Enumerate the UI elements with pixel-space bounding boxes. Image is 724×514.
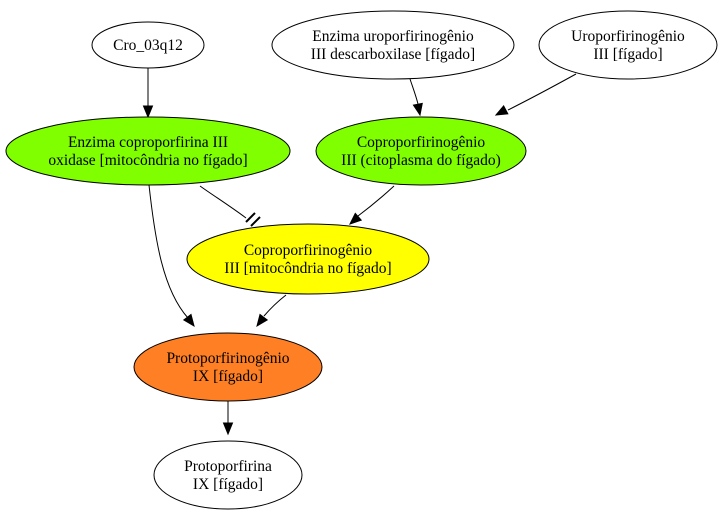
- edges-layer: [142, 68, 577, 436]
- edge-line: [263, 294, 287, 317]
- node-label-line: Enzima coproporfirina III: [68, 134, 228, 151]
- arrowhead: [412, 102, 423, 117]
- edge-line: [357, 185, 395, 217]
- node-ellipse: [5, 116, 291, 186]
- edge-line: [409, 78, 419, 105]
- node-ellipse: [315, 116, 527, 186]
- arrowhead: [222, 422, 234, 436]
- arrowhead: [349, 212, 363, 225]
- node-label-line: Protoporfirinogênio: [166, 350, 289, 367]
- arrowhead: [182, 313, 195, 328]
- edge-proto_gen-to-proto: [222, 401, 234, 436]
- edge-line: [148, 184, 189, 319]
- node-label-line: Coproporfirinogênio: [357, 134, 486, 151]
- node-ellipse: [186, 223, 430, 295]
- node-label-line: Cro_03q12: [113, 37, 183, 54]
- node-label-line: Protoporfirina: [184, 458, 272, 475]
- edge-line: [199, 185, 247, 219]
- node-label-line: IX [fígado]: [193, 476, 263, 493]
- node-label-line: Enzima uroporfirinogênio: [312, 28, 474, 45]
- arrowhead: [494, 105, 509, 116]
- node-label-line: III [mitocôndria no fígado]: [224, 260, 391, 277]
- node-label-line: oxidase [mitocôndria no fígado]: [48, 152, 247, 169]
- arrowhead: [256, 313, 269, 328]
- arrowhead: [142, 105, 154, 119]
- edge-copro_cito-to-copro_mito: [349, 185, 395, 225]
- edge-line: [507, 73, 577, 111]
- node-ellipse: [133, 332, 323, 402]
- edge-copro_mito-to-proto_gen: [256, 294, 287, 328]
- edge-enzima_uro-to-copro_cito: [409, 78, 423, 117]
- edge-uro-to-copro_cito: [494, 73, 577, 116]
- node-ellipse: [153, 440, 303, 510]
- edge-enzima_copro-to-proto_gen: [148, 184, 195, 328]
- node-label-line: III (citoplasma do fígado): [341, 152, 501, 169]
- node-ellipse: [91, 21, 205, 69]
- node-label-line: III [fígado]: [593, 46, 662, 63]
- node-label-line: Coproporfirinogênio: [244, 242, 373, 259]
- edge-enzima_copro-to-copro_mito: [199, 185, 261, 227]
- inhibition-mark: [245, 212, 256, 223]
- inhibition-mark: [250, 216, 261, 227]
- node-ellipse: [538, 10, 718, 80]
- edge-cro-to-enzima_copro: [142, 68, 154, 119]
- node-label-line: Uroporfirinogênio: [571, 28, 685, 45]
- node-cro: Cro_03q12: [91, 21, 205, 69]
- node-label-line: III descarboxilase [fígado]: [311, 46, 475, 63]
- node-ellipse: [271, 10, 515, 80]
- node-label-line: IX [fígado]: [193, 368, 263, 385]
